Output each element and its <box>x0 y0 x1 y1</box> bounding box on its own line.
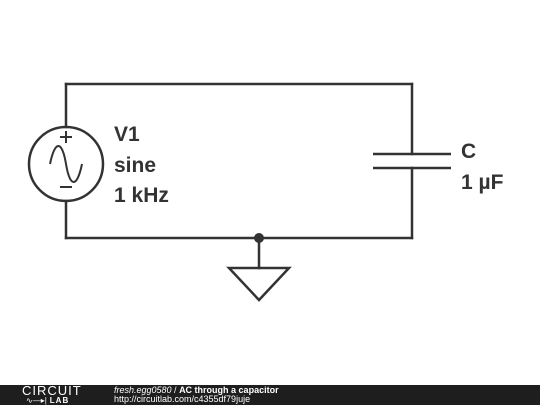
capacitor-name-label: C <box>461 140 476 163</box>
source-circle <box>27 125 105 203</box>
resistor-symbol-icon: ∿—▸| <box>26 396 47 405</box>
capacitor-value-label: 1 µF <box>461 171 504 194</box>
junction-dot <box>254 233 264 243</box>
circuit-url[interactable]: http://circuitlab.com/c4355df79juje <box>114 394 251 404</box>
circuit-schematic: V1 sine 1 kHz C 1 µF <box>27 82 504 302</box>
logo-lab-text: LAB <box>49 396 70 405</box>
circuitlab-logo[interactable]: CIRCUIT ∿—▸|LAB <box>22 383 96 405</box>
capacitor <box>373 152 451 170</box>
logo-text-bottom: ∿—▸|LAB <box>26 396 69 405</box>
author-username[interactable]: fresh.egg0580 <box>114 385 172 395</box>
wires <box>64 82 414 270</box>
circuit-byline: fresh.egg0580 / AC through a capacitor <box>114 386 279 395</box>
byline-separator: / <box>171 385 180 395</box>
source-frequency-label: 1 kHz <box>114 184 169 207</box>
logo-text-top: CIRCUIT <box>22 383 82 398</box>
sine-wave-icon <box>49 145 83 183</box>
circuit-meta: fresh.egg0580 / AC through a capacitor h… <box>114 386 279 404</box>
footer-bar: CIRCUIT ∿—▸|LAB fresh.egg0580 / AC throu… <box>0 383 540 405</box>
sine-voltage-source <box>27 125 105 203</box>
circuit-title[interactable]: AC through a capacitor <box>179 385 279 395</box>
source-type-label: sine <box>114 154 156 177</box>
source-name-label: V1 <box>114 123 140 146</box>
ground-symbol <box>226 266 292 302</box>
